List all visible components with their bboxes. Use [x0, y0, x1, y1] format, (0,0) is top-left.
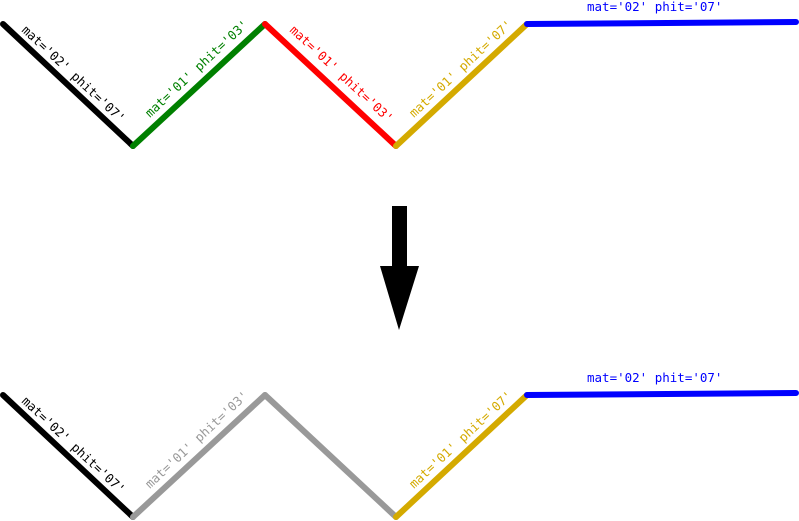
- before-segment-1: [0, 21, 136, 149]
- before-segment-4: [393, 21, 530, 149]
- before-segment-1-label: mat='02' phit='07': [19, 22, 128, 125]
- after-segment-3: [262, 392, 399, 520]
- before-segment-3: [262, 21, 399, 149]
- after-segment-4-label: mat='01' phit='07': [406, 388, 515, 491]
- after-segment-5: [524, 390, 799, 398]
- before-path: mat='02' phit='07' mat='01' phit='03' ma…: [0, 0, 799, 149]
- before-segment-2: [130, 21, 268, 149]
- after-segment-2: [130, 392, 268, 520]
- before-segment-5-label: mat='02' phit='07': [587, 0, 722, 14]
- after-segment-1-label: mat='02' phit='07': [19, 393, 128, 496]
- before-segment-4-label: mat='01' phit='07': [406, 17, 515, 120]
- after-path: mat='02' phit='07' mat='01' phit='03' ma…: [0, 370, 799, 520]
- before-segment-2-label: mat='01' phit='03': [142, 17, 251, 120]
- after-segment-4: [393, 392, 530, 520]
- before-segment-5: [524, 19, 799, 27]
- after-segment-1: [0, 392, 136, 520]
- down-arrow-icon: [380, 206, 419, 330]
- before-segment-3-label: mat='01' phit='03': [287, 22, 396, 125]
- after-segment-2-label: mat='01' phit='03': [142, 388, 251, 491]
- after-segment-5-label: mat='02' phit='07': [587, 370, 722, 385]
